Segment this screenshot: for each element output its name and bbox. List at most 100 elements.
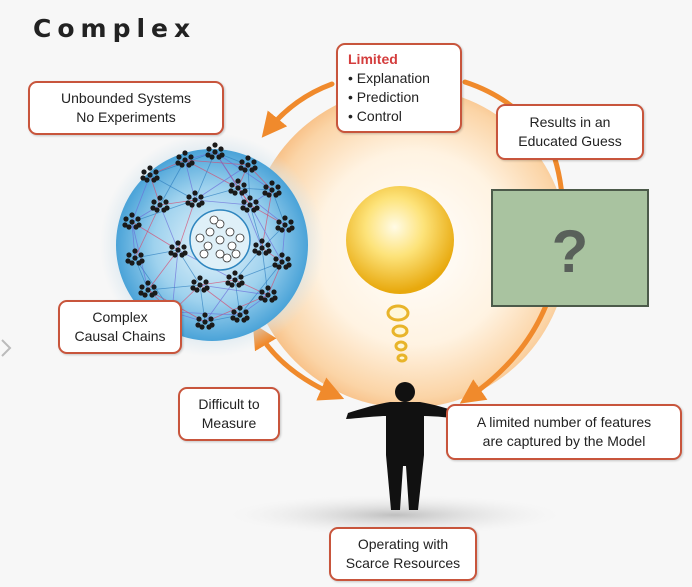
network-node xyxy=(266,192,272,198)
network-node xyxy=(247,195,253,201)
network-node xyxy=(138,252,144,258)
core-node xyxy=(225,227,235,237)
network-node xyxy=(229,282,235,288)
callout-limited-features: A limited number of features are capture… xyxy=(446,404,682,460)
network-node xyxy=(129,260,135,266)
network-node xyxy=(194,287,200,293)
network-link xyxy=(177,199,196,251)
network-node xyxy=(191,279,197,285)
callout-line: Educated Guess xyxy=(518,133,622,149)
network-node xyxy=(259,238,265,244)
network-node xyxy=(168,250,174,256)
network-cluster xyxy=(272,252,292,270)
network-link xyxy=(194,151,216,201)
network-node xyxy=(235,185,241,191)
network-node xyxy=(182,157,188,163)
network-link xyxy=(194,199,251,206)
network-cluster xyxy=(258,285,278,303)
network-node xyxy=(288,219,294,225)
network-node xyxy=(197,275,203,281)
network-node xyxy=(199,324,205,330)
network-node xyxy=(232,277,238,283)
network-node xyxy=(239,159,245,165)
network-node xyxy=(209,154,215,160)
network-node xyxy=(202,312,208,318)
core-node xyxy=(215,249,225,259)
network-node xyxy=(151,284,157,290)
network-node xyxy=(175,247,181,253)
network-link xyxy=(261,189,273,249)
network-node xyxy=(265,242,271,248)
limited-item: • Explanation xyxy=(348,70,430,86)
network-cluster xyxy=(252,238,272,256)
network-node xyxy=(219,152,225,158)
network-node xyxy=(253,242,259,248)
network-node xyxy=(279,227,285,233)
callout-line: Causal Chains xyxy=(74,328,166,344)
network-node xyxy=(157,195,163,201)
network-node xyxy=(189,160,195,166)
network-cluster xyxy=(225,270,245,288)
network-node xyxy=(243,309,249,315)
network-node xyxy=(195,322,201,328)
network-cluster xyxy=(238,155,258,173)
causal-network xyxy=(100,133,324,357)
network-node xyxy=(147,165,153,171)
figure-head xyxy=(395,382,415,402)
network-node xyxy=(251,159,257,165)
network-node xyxy=(241,199,247,205)
network-node xyxy=(169,244,175,250)
person-figure xyxy=(346,382,464,510)
network-node xyxy=(235,178,241,184)
network-link xyxy=(184,159,249,166)
network-node xyxy=(192,190,198,196)
callout-unbounded-systems: Unbounded Systems No Experiments xyxy=(28,81,224,135)
network-node xyxy=(126,252,132,258)
network-link xyxy=(147,284,201,291)
network-node xyxy=(141,169,147,175)
network-node xyxy=(244,207,250,213)
network-node xyxy=(273,256,279,262)
core-node xyxy=(215,219,225,229)
core-node xyxy=(215,235,225,245)
network-node xyxy=(163,199,169,205)
network-node xyxy=(144,177,150,183)
network-node xyxy=(142,292,148,298)
network-node xyxy=(247,202,253,208)
network-node xyxy=(199,200,205,206)
callout-line: Measure xyxy=(201,415,257,431)
network-cluster xyxy=(150,195,170,213)
thought-bubble xyxy=(396,353,408,363)
network-node xyxy=(139,258,145,264)
network-node xyxy=(132,255,138,261)
network-node xyxy=(282,222,288,228)
callout-scarce-resources: Operating with Scarce Resources xyxy=(329,527,477,581)
core-node xyxy=(235,233,245,243)
network-node xyxy=(232,270,238,276)
network-node xyxy=(271,289,277,295)
page-title: Complex xyxy=(33,14,197,43)
network-cluster xyxy=(168,240,188,258)
model-box xyxy=(491,189,649,307)
network-node xyxy=(136,222,142,228)
network-cluster xyxy=(175,150,195,168)
network-cluster xyxy=(275,215,295,233)
network-node xyxy=(140,175,146,181)
figure-body xyxy=(346,402,464,510)
network-cluster xyxy=(122,212,142,230)
callout-line: Scarce Resources xyxy=(345,555,461,571)
network-link xyxy=(131,174,151,223)
thought-bubbles xyxy=(386,304,410,363)
network-node xyxy=(245,155,251,161)
network-node xyxy=(129,212,135,218)
network-node xyxy=(230,315,236,321)
core-node xyxy=(231,249,241,259)
callout-limited: Limited • Explanation • Prediction • Con… xyxy=(336,43,462,133)
network-node xyxy=(272,295,278,301)
network-node xyxy=(181,244,187,250)
network-node xyxy=(269,180,275,186)
network-node xyxy=(238,165,244,171)
network-node xyxy=(234,317,240,323)
network-node xyxy=(179,162,185,168)
